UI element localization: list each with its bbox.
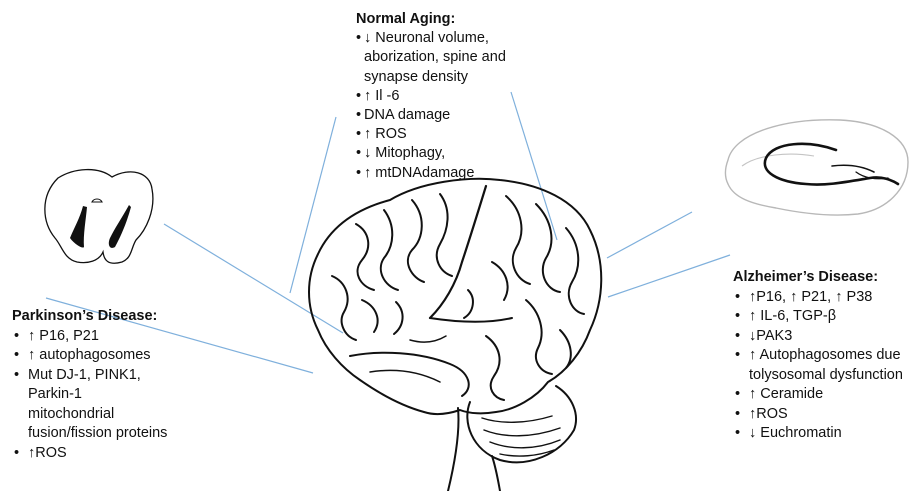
list-item: Mut DJ-1, PINK1, Parkin-1 mitochondrial … [12,366,172,444]
list-item: ↑ Autophagosomes due tolysosomal dysfunc… [733,346,911,385]
alzheimers-title: Alzheimer’s Disease: [733,268,916,288]
list-item: ↑ ROS [356,125,556,144]
parkinsons-list: ↑ P16, P21 ↑ autophagosomes Mut DJ-1, PI… [12,327,172,464]
alzheimers-list: ↑P16, ↑ P21, ↑ P38 ↑ IL-6, TGP-β ↓PAK3 ↑… [733,288,911,444]
normal-aging-title: Normal Aging: [356,10,556,29]
list-item: ↓PAK3 [733,327,911,347]
list-item: ↑ Il -6 [356,87,556,106]
list-item: ↑ROS [733,405,911,425]
list-item: ↑ autophagosomes [12,346,172,366]
list-item: ↑ROS [12,444,172,464]
alzheimers-panel: Alzheimer’s Disease: ↑P16, ↑ P21, ↑ P38 … [733,268,916,444]
list-item: ↑ IL-6, TGP-β [733,307,911,327]
list-item: ↑ P16, P21 [12,327,172,347]
hippocampus-icon [725,120,908,215]
connector-alzheimers-upper [607,212,692,258]
list-item: ↓ Mitophagy, [356,144,556,163]
parkinsons-panel: Parkinson’s Disease: ↑ P16, P21 ↑ autoph… [12,307,242,463]
list-item: ↑P16, ↑ P21, ↑ P38 [733,288,911,308]
list-item: ↑ Ceramide [733,385,911,405]
connector-alzheimers-lower [608,255,730,297]
list-item: ↑ mtDNAdamage [356,164,556,183]
list-item: ↓ Neuronal volume, aborization, spine an… [356,29,556,87]
brain-illustration [309,179,601,491]
list-item: ↓ Euchromatin [733,424,911,444]
midbrain-substantia-nigra-icon [45,170,153,264]
parkinsons-title: Parkinson’s Disease: [12,307,242,327]
normal-aging-list: ↓ Neuronal volume, aborization, spine an… [356,29,556,183]
normal-aging-panel: Normal Aging: ↓ Neuronal volume, aboriza… [356,10,556,183]
list-item: DNA damage [356,106,556,125]
